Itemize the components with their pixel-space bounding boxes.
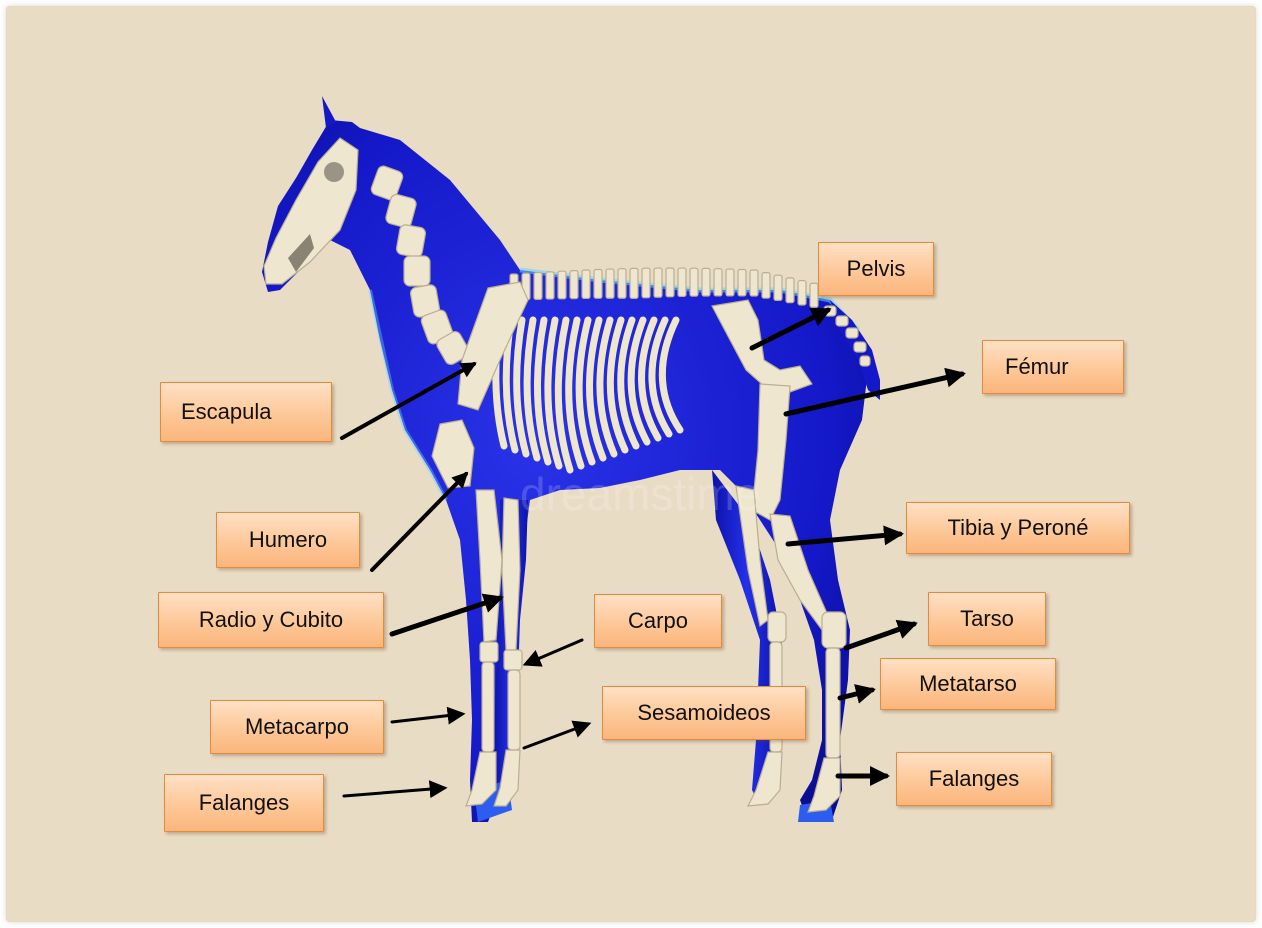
picture-frame [6, 6, 1256, 922]
